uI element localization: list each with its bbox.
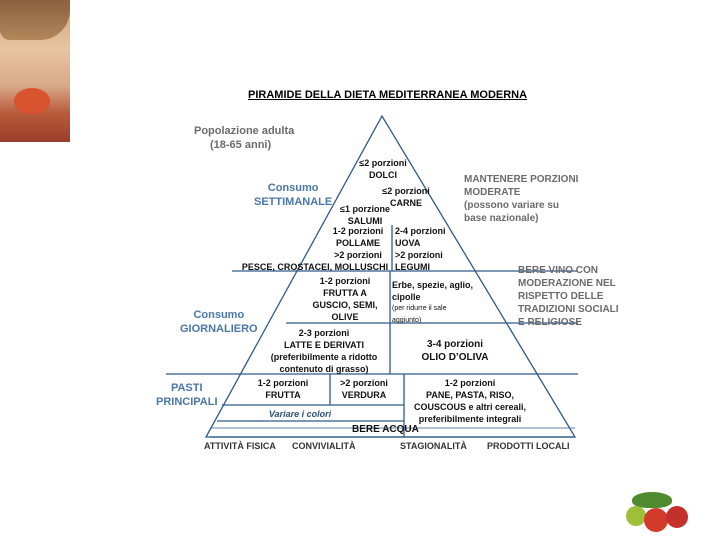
meat-name: CARNE (389, 198, 422, 208)
meals-line-1: PASTI (170, 382, 203, 394)
wine-line-2: MODERAZIONE NEL (518, 278, 616, 289)
cured-name: SALUMI (347, 216, 383, 226)
cell-eggs-legumes: 2-4 porzioni UOVA >2 porzioni LEGUMI (393, 225, 457, 273)
cereals-portion: 1-2 porzioni (444, 378, 496, 388)
portions-line-3: (possono variare su (464, 200, 560, 211)
nuts-name-3: OLIVE (331, 312, 359, 322)
cell-herbs: Erbe, spezie, aglio, cipolle (per ridurr… (392, 279, 492, 327)
meat-portion: ≤2 porzioni (382, 186, 430, 196)
cell-dairy: 2-3 porzioni LATTE E DERIVATI (preferibi… (262, 327, 386, 375)
child-hair (0, 0, 70, 40)
cured-portion: ≤1 porzione (340, 204, 390, 214)
child-photo (0, 0, 70, 142)
page-title: PIRAMIDE DELLA DIETA MEDITERRANEA MODERN… (248, 89, 528, 101)
legumes-portion: >2 porzioni (395, 250, 443, 260)
nuts-name-2: GUSCIO, SEMI, (312, 300, 378, 310)
eggs-name: UOVA (395, 238, 421, 248)
cell-fruit: 1-2 porzioni FRUTTA (250, 377, 316, 401)
fish-portion: >2 porzioni (334, 250, 382, 260)
cell-nuts: 1-2 porzioni FRUTTA A GUSCIO, SEMI, OLIV… (302, 275, 388, 323)
dairy-note-1: (preferibilmente a ridotto (270, 352, 378, 362)
meals-line-2: PRINCIPALI (156, 396, 218, 408)
dairy-portion: 2-3 porzioni (298, 328, 350, 338)
portions-line-4: base nazionale) (464, 213, 539, 224)
veg-portion: >2 porzioni (340, 378, 388, 388)
apple-icon (14, 88, 50, 114)
portions-line-1: MANTENERE PORZIONI (464, 174, 579, 185)
cereals-name-2: COUSCOUS e altri cereali, (413, 402, 527, 412)
fruit-name: FRUTTA (265, 390, 301, 400)
fruit-basket-image (622, 492, 692, 536)
wine-line-1: BERE VINO CON (518, 265, 599, 276)
population-line-2: (18-65 anni) (210, 139, 272, 151)
cereals-name-3: preferibilmente integrali (418, 414, 522, 424)
eggs-portion: 2-4 porzioni (395, 226, 446, 236)
poultry-name: POLLAME (336, 238, 380, 248)
wine-line-5: E RELIGIOSE (518, 317, 582, 328)
fruit-portion: 1-2 porzioni (257, 378, 309, 388)
portions-note: MANTENERE PORZIONI MODERATE (possono var… (464, 173, 578, 225)
portions-line-2: MODERATE (464, 187, 521, 198)
cell-meat: ≤2 porzioni CARNE (374, 185, 438, 209)
wine-line-4: TRADIZIONI SOCIALI (518, 304, 619, 315)
daily-line-1: Consumo (193, 309, 245, 321)
cell-poultry: 1-2 porzioni POLLAME >2 porzioni (326, 225, 390, 261)
oil-name: OLIO D’OLIVA (421, 352, 489, 363)
veg-name: VERDURA (341, 390, 387, 400)
population-label: Popolazione adulta (18-65 anni) (194, 124, 294, 152)
oil-portion: 3-4 porzioni (426, 339, 484, 350)
legumes-name: LEGUMI (395, 262, 430, 272)
weekly-line-1: Consumo (267, 182, 319, 194)
colors-tip: Variare i colori (268, 409, 332, 419)
herbs-note-1: (per ridurre il sale (392, 305, 447, 312)
sweets-name: DOLCI (369, 170, 397, 180)
red-apple-icon (644, 508, 668, 532)
footer-seasonality: STAGIONALITÀ (400, 441, 467, 451)
cell-cured-meats: ≤1 porzione SALUMI (330, 203, 400, 227)
sweets-portion: ≤2 porzioni (359, 158, 407, 168)
red-apple-icon-2 (666, 506, 688, 528)
dairy-note-2: contenuto di grasso) (279, 364, 369, 374)
meals-label: PASTI PRINCIPALI (156, 381, 218, 409)
herbs-line-2: cipolle (392, 292, 421, 302)
footer-physical-activity: ATTIVITÀ FISICA (204, 441, 276, 451)
dairy-name: LATTE E DERIVATI (284, 340, 364, 350)
weekly-line-2: SETTIMANALE (254, 196, 333, 208)
footer-conviviality: CONVIVIALITÀ (292, 441, 356, 451)
water-label: BERE ACQUA (352, 424, 419, 435)
wine-line-3: RISPETTO DELLE (518, 291, 604, 302)
population-line-1: Popolazione adulta (194, 125, 295, 137)
cell-cereals: 1-2 porzioni PANE, PASTA, RISO, COUSCOUS… (408, 377, 532, 425)
cereals-name-1: PANE, PASTA, RISO, (425, 390, 514, 400)
leaf-icon (632, 492, 672, 508)
nuts-portion: 1-2 porzioni (319, 276, 371, 286)
green-apple-icon (626, 506, 646, 526)
footer-local-products: PRODOTTI LOCALI (487, 441, 570, 451)
herbs-line-1: Erbe, spezie, aglio, (392, 280, 474, 290)
cell-fish: PESCE, CROSTACEI, MOLLUSCHI (241, 262, 389, 272)
cell-sweets: ≤2 porzioni DOLCI (350, 157, 416, 181)
daily-line-2: GIORNALIERO (180, 323, 258, 335)
wine-note: BERE VINO CON MODERAZIONE NEL RISPETTO D… (518, 264, 619, 329)
weekly-label: Consumo SETTIMANALE (254, 181, 332, 209)
cell-vegetables: >2 porzioni VERDURA (332, 377, 396, 401)
daily-label: Consumo GIORNALIERO (180, 308, 258, 336)
poultry-portion: 1-2 porzioni (332, 226, 384, 236)
cell-olive-oil: 3-4 porzioni OLIO D’OLIVA (412, 338, 498, 364)
herbs-note-2: aggiunto) (392, 317, 422, 324)
nuts-name-1: FRUTTA A (323, 288, 367, 298)
